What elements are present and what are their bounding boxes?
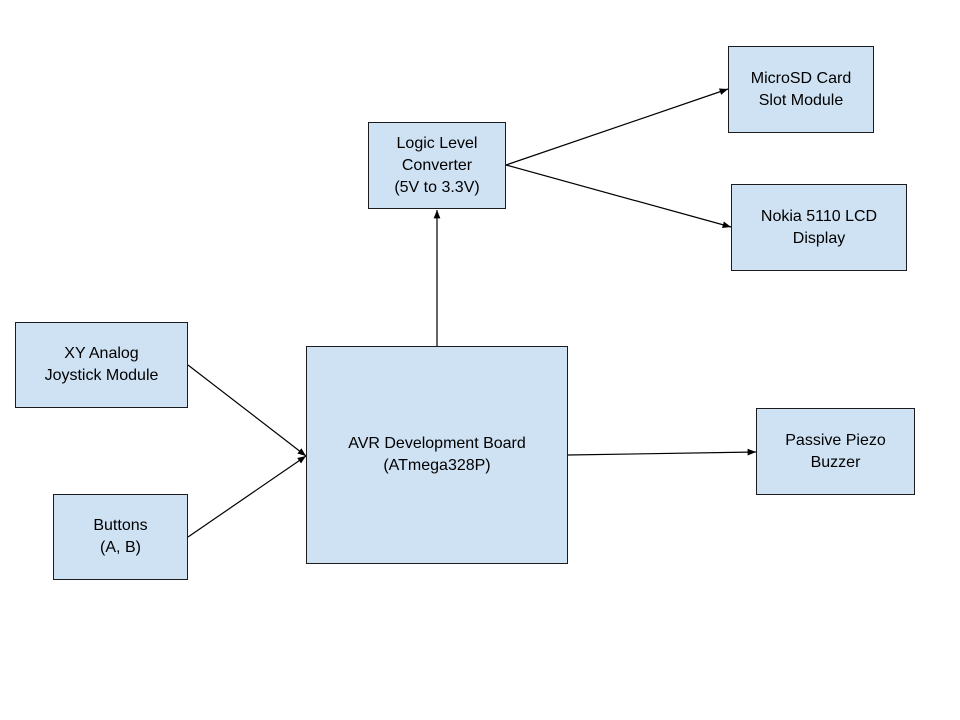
microsd-module-label: MicroSD Card Slot Module: [751, 68, 851, 112]
buttons-label: Buttons (A, B): [93, 515, 147, 559]
buzzer-line-2: Buzzer: [810, 453, 861, 471]
avr-board-block: AVR Development Board (ATmega328P): [306, 346, 568, 564]
piezo-buzzer-block: Passive Piezo Buzzer: [756, 408, 915, 495]
piezo-buzzer-label: Passive Piezo Buzzer: [785, 430, 886, 474]
lcd-display-block: Nokia 5110 LCD Display: [731, 184, 907, 271]
sd-line-2: Slot Module: [758, 91, 844, 109]
arrow-llc-to-sd: [505, 88, 729, 166]
joystick-line-1: XY Analog: [64, 345, 139, 362]
buzzer-line-1: Passive Piezo: [785, 431, 886, 449]
joystick-module-block: XY Analog Joystick Module: [15, 322, 188, 408]
llc-line-2: Converter: [401, 156, 473, 174]
buttons-line-2: (A, B): [100, 539, 141, 556]
lcd-display-label: Nokia 5110 LCD Display: [761, 206, 877, 250]
llc-line-3: (5V to 3.3V): [394, 178, 480, 196]
buttons-block: Buttons (A, B): [53, 494, 188, 580]
lcd-line-1: Nokia 5110 LCD: [760, 207, 878, 225]
microsd-module-block: MicroSD Card Slot Module: [728, 46, 874, 133]
lcd-line-2: Display: [792, 229, 846, 247]
llc-line-1: Logic Level: [396, 134, 478, 152]
joystick-line-2: Joystick Module: [44, 367, 159, 384]
avr-line-1: AVR Development Board: [348, 435, 526, 452]
buttons-line-1: Buttons: [93, 517, 148, 534]
arrow-joystick-to-avr: [187, 364, 307, 457]
arrow-buttons-to-avr: [187, 455, 307, 538]
sd-line-1: MicroSD Card: [750, 69, 852, 87]
arrow-avr-to-buzzer: [567, 448, 757, 456]
logic-level-converter-label: Logic Level Converter (5V to 3.3V): [394, 133, 479, 199]
logic-level-converter-block: Logic Level Converter (5V to 3.3V): [368, 122, 506, 209]
avr-line-2: (ATmega328P): [383, 457, 491, 474]
arrow-llc-to-lcd: [505, 164, 732, 229]
avr-board-label: AVR Development Board (ATmega328P): [348, 433, 526, 477]
joystick-module-label: XY Analog Joystick Module: [45, 343, 159, 387]
